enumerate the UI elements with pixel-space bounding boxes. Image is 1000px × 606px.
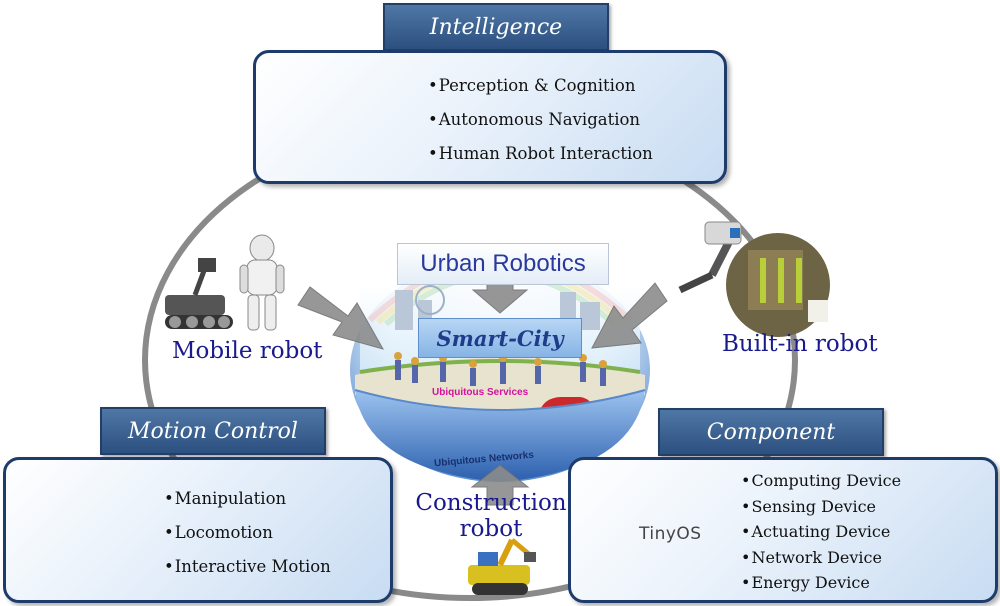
ubiquitous-services-label: Ubiquitous Services <box>432 387 529 398</box>
motion-control-item: Interactive Motion <box>164 550 331 584</box>
builtin-robot-label: Built-in robot <box>722 331 878 357</box>
component-item: Computing Device <box>741 468 901 494</box>
construction-robot-label: Construction robot <box>415 490 567 542</box>
intelligence-item: Perception & Cognition <box>428 69 653 103</box>
component-item: Network Device <box>741 545 901 571</box>
motion-control-title: Motion Control <box>128 418 298 444</box>
component-panel: TinyOS Computing Device Sensing Device A… <box>568 457 998 603</box>
intelligence-panel: Perception & Cognition Autonomous Naviga… <box>253 50 727 184</box>
mobile-robot-image <box>165 234 285 331</box>
intelligence-item: Autonomous Navigation <box>428 103 653 137</box>
construction-robot-image <box>468 538 536 595</box>
smart-city-label: Smart-City <box>418 318 582 358</box>
tinyos-logo: TinyOS <box>639 524 702 544</box>
component-item: Energy Device <box>741 570 901 596</box>
motion-control-tab: Motion Control <box>100 407 326 455</box>
mobile-robot-label: Mobile robot <box>172 338 323 364</box>
motion-control-panel: Manipulation Locomotion Interactive Moti… <box>3 457 393 603</box>
arrow-builtin-robot <box>591 282 668 349</box>
component-item: Actuating Device <box>741 519 901 545</box>
intelligence-tab: Intelligence <box>383 3 609 51</box>
motion-control-item: Locomotion <box>164 516 331 550</box>
component-title: Component <box>706 419 836 445</box>
component-list: Computing Device Sensing Device Actuatin… <box>741 468 901 596</box>
urban-robotics-label: Urban Robotics <box>397 243 609 285</box>
intelligence-item: Human Robot Interaction <box>428 137 653 171</box>
component-item: Sensing Device <box>741 494 901 520</box>
intelligence-list: Perception & Cognition Autonomous Naviga… <box>428 69 653 171</box>
motion-control-item: Manipulation <box>164 482 331 516</box>
construction-robot-line2: robot <box>459 516 523 542</box>
component-tab: Component <box>658 408 884 456</box>
arrow-mobile-robot <box>297 286 385 350</box>
builtin-robot-image <box>678 221 830 337</box>
construction-robot-line1: Construction <box>415 490 567 516</box>
motion-control-list: Manipulation Locomotion Interactive Moti… <box>164 482 331 584</box>
intelligence-title: Intelligence <box>429 14 563 40</box>
arrow-construction-robot <box>470 464 530 506</box>
